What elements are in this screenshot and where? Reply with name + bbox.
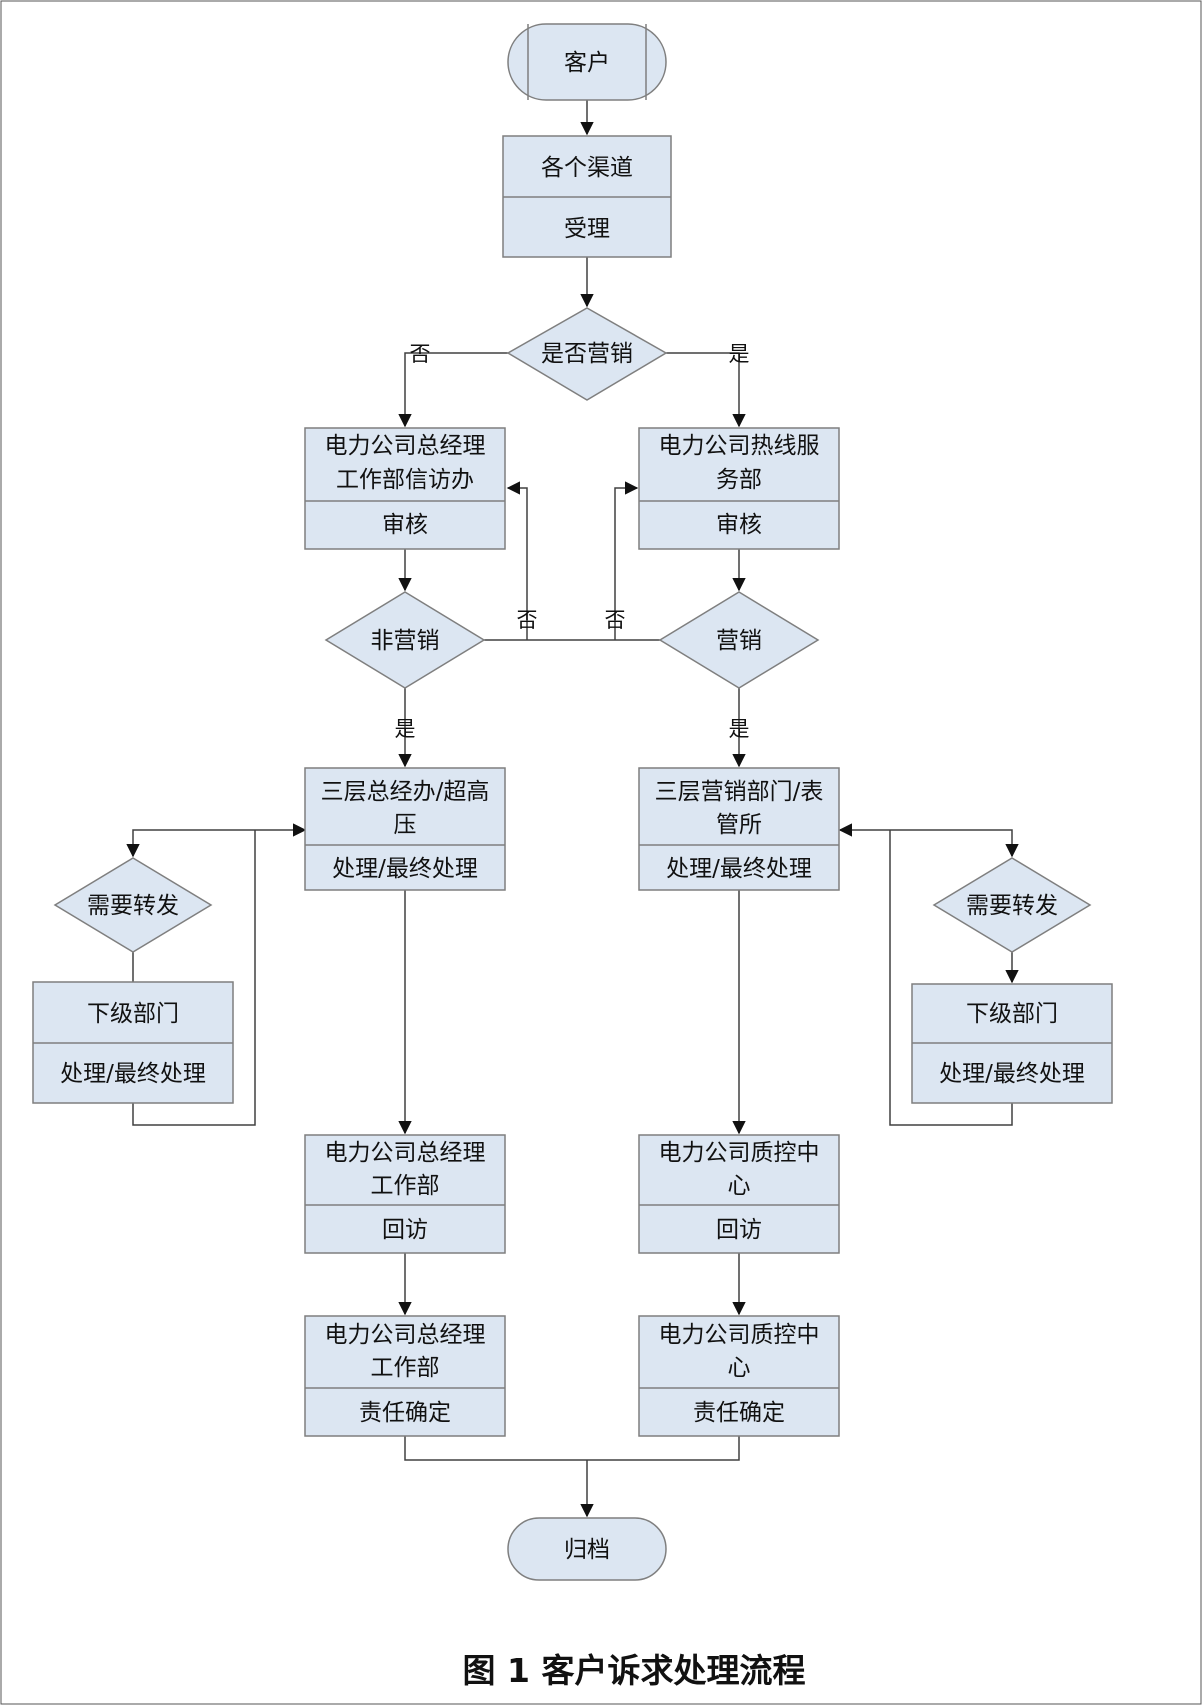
edge-cross-to-hotline [614,481,639,640]
resp-right-title-line1: 电力公司质控中 [659,1322,820,1348]
non-marketing-label: 非营销 [371,628,440,654]
revisit-left-title-line1: 电力公司总经理 [325,1140,486,1166]
sub-left-title: 下级部门 [87,1001,179,1027]
marketing-label: 营销 [716,628,762,654]
gm-office-action: 审核 [382,512,428,538]
edge-loop-right-down [890,829,1019,858]
edge-cross-to-gm [506,481,528,640]
three-right-title-line1: 三层营销部门/表 [655,779,824,805]
revisit-right-title-line2: 心 [728,1173,751,1199]
hotline-title-line2: 务部 [716,467,762,493]
node-responsibility-left: 电力公司总经理 工作部 责任确定 [304,1315,506,1437]
forward-left-label: 需要转发 [87,893,179,919]
edge-decision-gm [398,352,508,428]
resp-right-title-line2: 心 [728,1355,751,1381]
connectors [126,100,1019,1518]
revisit-right-title-line1: 电力公司质控中 [659,1140,820,1166]
node-responsibility-right: 电力公司质控中 心 责任确定 [638,1315,840,1437]
node-revisit-right: 电力公司质控中 心 回访 [638,1134,840,1254]
edge-label-yes-top-right: 是 [729,342,750,366]
edge-label-no-cross-right: 否 [605,608,626,632]
revisit-left-title-line2: 工作部 [371,1173,440,1199]
figure-caption: 图 1 客户诉求处理流程 [463,1651,806,1690]
node-channels: 各个渠道 受理 [502,135,672,258]
node-decision-non-marketing: 非营销 [324,591,486,689]
is-marketing-label: 是否营销 [541,341,633,367]
channels-title: 各个渠道 [541,155,633,181]
edge-decision-hotline [666,352,746,428]
three-right-title-line2: 管所 [716,812,762,838]
node-sub-left: 下级部门 处理/最终处理 [32,981,234,1104]
forward-right-label: 需要转发 [966,893,1058,919]
node-three-left: 三层总经办/超高 压 处理/最终处理 [304,767,506,891]
edge-label-no-cross-left: 否 [517,608,538,632]
edge-loop-left-down [126,829,255,858]
node-forward-right: 需要转发 [932,857,1092,953]
channels-action: 受理 [564,216,610,242]
node-customer: 客户 [507,23,667,101]
sub-right-title: 下级部门 [966,1001,1058,1027]
resp-left-action: 责任确定 [359,1400,451,1426]
edge-merge-bar [404,1436,740,1461]
node-three-right: 三层营销部门/表 管所 处理/最终处理 [638,767,840,891]
edge-loop-right-return [889,830,1013,1126]
gm-office-title-line2: 工作部信访办 [336,467,474,493]
three-left-action: 处理/最终处理 [332,856,478,882]
gm-office-title-line1: 电力公司总经理 [325,433,486,459]
sub-right-action: 处理/最终处理 [939,1061,1085,1087]
node-decision-is-marketing: 是否营销 [506,307,668,401]
node-revisit-left: 电力公司总经理 工作部 回访 [304,1134,506,1254]
customer-label: 客户 [564,50,610,76]
edge-label-no-top-left: 否 [410,342,431,366]
three-right-action: 处理/最终处理 [666,856,812,882]
revisit-left-action: 回访 [382,1217,428,1243]
node-decision-marketing: 营销 [658,591,820,689]
resp-left-title-line1: 电力公司总经理 [325,1322,486,1348]
revisit-right-action: 回访 [716,1217,762,1243]
resp-right-action: 责任确定 [693,1400,785,1426]
edge-loop-left-return [132,830,256,1126]
resp-left-title-line2: 工作部 [371,1355,440,1381]
node-hotline: 电力公司热线服 务部 审核 [638,427,840,550]
edge-label-yes-right: 是 [729,717,750,741]
hotline-title-line1: 电力公司热线服 [659,433,820,459]
sub-left-action: 处理/最终处理 [60,1061,206,1087]
node-sub-right: 下级部门 处理/最终处理 [911,983,1113,1104]
node-archive: 归档 [507,1517,667,1581]
node-gm-office: 电力公司总经理 工作部信访办 审核 [304,427,506,550]
edge-label-yes-left: 是 [395,717,416,741]
edge-labels: 否 是 否 否 是 是 [395,342,750,741]
archive-label: 归档 [564,1537,610,1563]
three-left-title-line2: 压 [394,812,417,838]
hotline-action: 审核 [716,512,762,538]
node-forward-left: 需要转发 [53,857,213,953]
three-left-title-line1: 三层总经办/超高 [321,779,490,805]
